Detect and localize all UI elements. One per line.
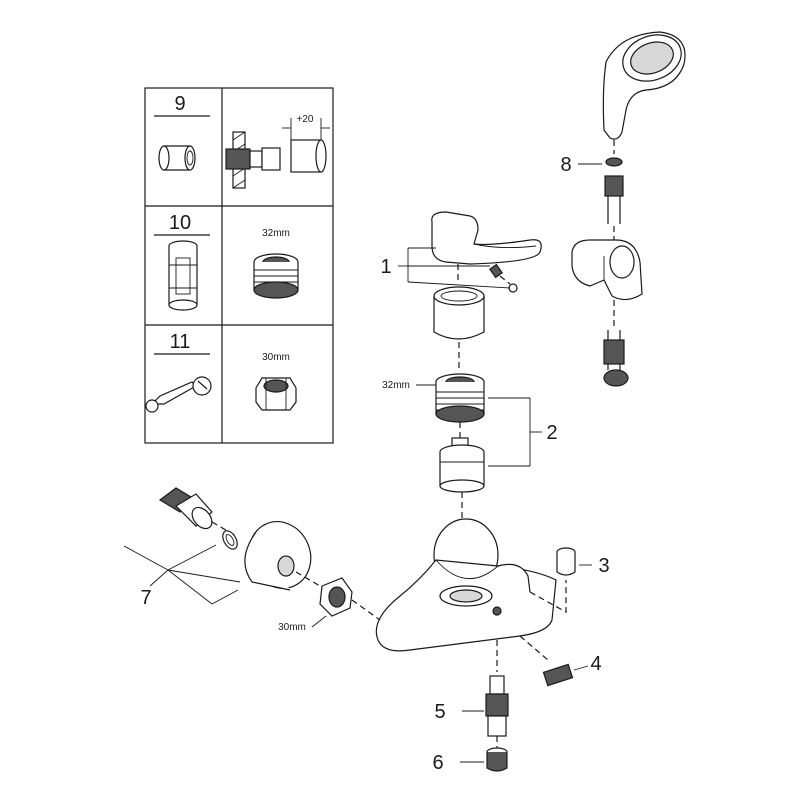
s-union-connector <box>158 487 237 537</box>
mixer-body <box>375 518 557 672</box>
extension-dimension: +20 <box>297 114 314 125</box>
callout-3: 3 <box>598 555 609 577</box>
nut-dimension-30mm: 30mm <box>278 622 306 633</box>
hex-nut: 30mm <box>278 577 381 633</box>
diverter-cap: 6 <box>432 747 508 774</box>
cartridge-nut-thumb <box>253 253 299 299</box>
hose-lower-end <box>603 330 629 387</box>
callout-7-leader: 7 <box>123 544 241 609</box>
washer <box>222 530 238 550</box>
wall-flange <box>244 521 321 591</box>
shower-hose <box>604 175 624 240</box>
cover-sleeve <box>433 286 485 370</box>
hex-nut-thumb <box>255 377 297 411</box>
callout-9: 9 <box>174 93 185 115</box>
wall-bracket <box>571 239 643 326</box>
end-cap: 3 <box>529 547 610 614</box>
callout-4: 4 <box>590 653 601 675</box>
table-row-9: 9 <box>154 93 330 189</box>
cartridge-nut: 32mm <box>382 373 485 438</box>
shower-washer: 8 <box>560 154 623 176</box>
grub-screw <box>489 263 518 293</box>
aerator: 4 <box>542 653 602 687</box>
callout-7: 7 <box>140 587 151 609</box>
accessory-table: 9 <box>144 87 334 444</box>
callout-8: 8 <box>560 154 571 176</box>
wrench-icon <box>145 376 212 413</box>
callout-10: 10 <box>169 212 191 234</box>
box-dimension-30mm: 30mm <box>262 352 290 363</box>
callout-11: 11 <box>170 331 191 353</box>
callout-1-leader: 1 <box>380 247 511 289</box>
callout-2-leader: 2 <box>488 397 558 467</box>
callout-2: 2 <box>546 422 557 444</box>
table-row-10: 10 32mm <box>154 212 299 311</box>
extension-part-thumb <box>158 145 196 171</box>
callout-5: 5 <box>434 701 445 723</box>
ceramic-cartridge <box>439 437 485 520</box>
diverter: 5 <box>434 675 509 748</box>
hand-shower <box>602 31 686 154</box>
lever-handle <box>431 211 542 280</box>
table-row-11: 11 30mm <box>145 331 297 413</box>
callout-1: 1 <box>380 256 391 278</box>
spindle-extension-thumb <box>168 240 198 311</box>
box-dimension-32mm: 32mm <box>262 228 290 239</box>
callout-6: 6 <box>432 752 443 774</box>
cartridge-dimension-32mm: 32mm <box>382 380 410 391</box>
extension-install-drawing: +20 <box>225 114 330 189</box>
